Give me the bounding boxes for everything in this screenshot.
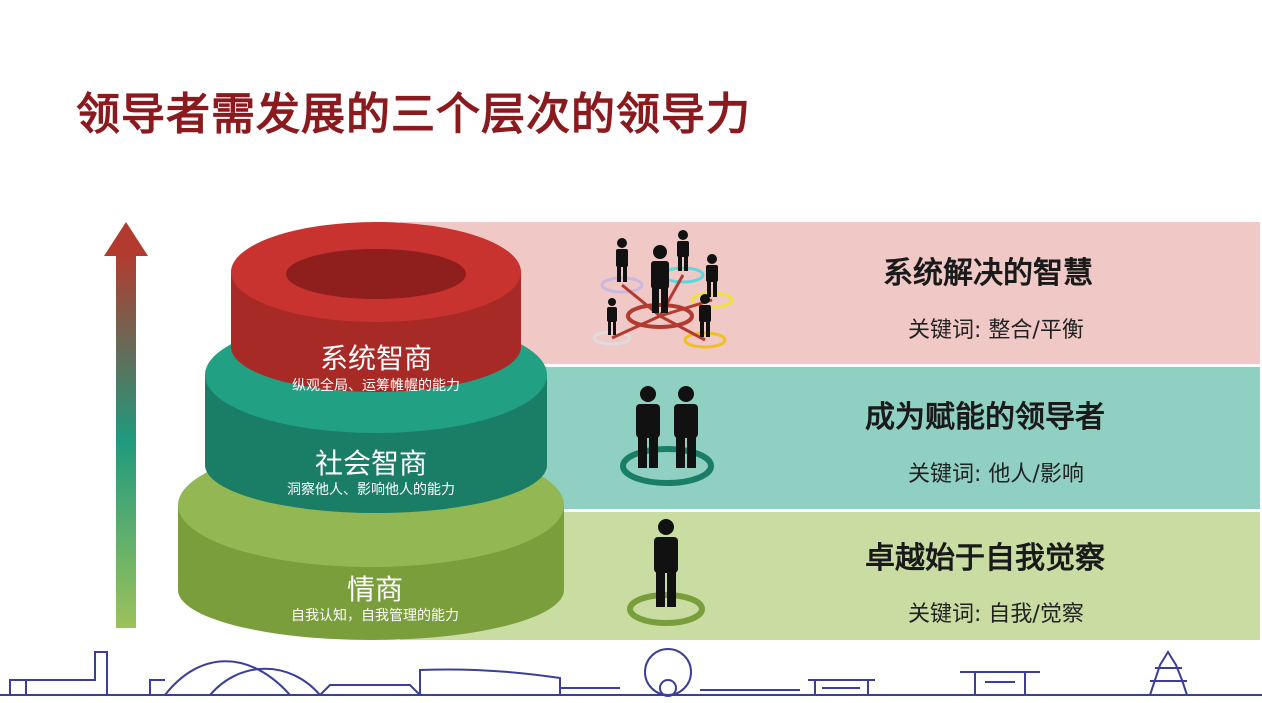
level-heading-self: 卓越始于自我觉察 xyxy=(865,541,1105,576)
people-network-icon xyxy=(592,230,734,349)
level-keyword-system: 关键词: 整合/平衡 xyxy=(908,318,1084,343)
up-arrow-icon xyxy=(104,222,148,628)
single-person-icon xyxy=(627,519,705,626)
city-skyline-icon xyxy=(0,648,1262,697)
level-band-system xyxy=(400,222,1260,364)
level-heading-social: 成为赋能的领导者 xyxy=(865,400,1105,435)
layer-top-title: 系统智商 xyxy=(319,342,432,375)
level-keyword-self: 关键词: 自我/觉察 xyxy=(908,602,1084,627)
layer-middle-subtitle: 洞察他人、影响他人的能力 xyxy=(287,482,455,498)
slide-title: 领导者需发展的三个层次的领导力 xyxy=(76,89,751,140)
level-keyword-social: 关键词: 他人/影响 xyxy=(908,462,1084,487)
layer-top-subtitle: 纵观全局、运筹帷幄的能力 xyxy=(292,378,460,394)
layer-middle-title: 社会智商 xyxy=(314,447,427,480)
layer-bottom-subtitle: 自我认知，自我管理的能力 xyxy=(291,608,459,624)
level-heading-system: 系统解决的智慧 xyxy=(883,256,1093,291)
layer-bottom-title: 情商 xyxy=(346,573,403,606)
two-people-icon xyxy=(620,386,714,486)
layer-top xyxy=(231,222,521,392)
